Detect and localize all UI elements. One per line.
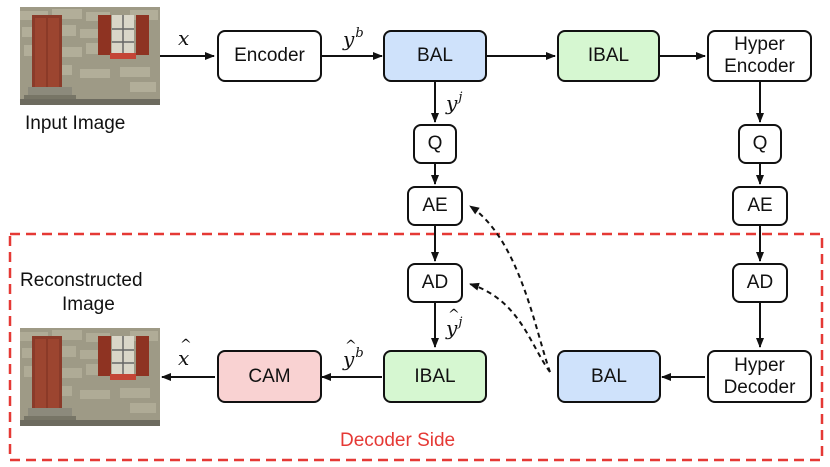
house-facade-picture [20,7,160,105]
label-x: x [178,26,189,50]
label-x-hat-symbol: x [178,337,192,370]
reconstructed-image-label-line2: Image [62,294,115,315]
label-y-j-base: y [446,91,458,115]
label-y-hat-j-base: y [446,307,460,340]
label-y-b: yb [343,26,364,51]
quantizer-block-right: Q [738,124,782,164]
decoder-side-label: Decoder Side [340,430,456,451]
reconstructed-house-picture [20,328,160,426]
dashed-arrow-bal-to-ae [469,205,551,373]
bal-block-bottom: BAL [557,350,661,403]
hyper-encoder-line1: Hyper [734,34,785,55]
reconstructed-image-label-line1: Reconstructed [20,270,143,291]
label-y-j: yj [446,90,462,115]
label-y-hat-b-sup: b [355,346,364,361]
ibal-block-top: IBAL [557,30,660,82]
ibal-block-bottom: IBAL [383,350,487,403]
cam-block: CAM [217,350,322,403]
dashed-arrow-bal-to-ad [469,282,551,373]
label-y-hat-b-base: y [343,338,357,371]
label-y-hat-b: yb [343,338,364,371]
label-y-hat-j-sup: j [458,315,463,330]
label-y-j-sup: j [458,90,463,105]
arithmetic-encoder-block-left: AE [407,186,463,226]
quantizer-block-left: Q [413,124,457,164]
input-image-label: Input Image [25,113,126,134]
arithmetic-decoder-block-right: AD [732,263,788,303]
hyper-decoder-line1: Hyper [734,354,785,376]
arithmetic-encoder-block-right: AE [732,186,788,226]
input-image [20,7,160,105]
label-y-b-base: y [343,27,355,51]
reconstructed-image [20,328,160,426]
hyper-decoder-block: Hyper Decoder [707,350,812,403]
label-y-b-sup: b [355,26,364,41]
label-x-symbol: x [178,26,190,50]
hyper-decoder-line2: Decoder [723,376,796,398]
encoder-block: Encoder [217,30,322,82]
arithmetic-decoder-block-left: AD [407,263,463,303]
decoder-side-frame [8,232,824,462]
bal-block-top: BAL [383,30,487,82]
label-y-hat-j: yj [446,307,463,340]
label-x-hat: x [178,337,192,370]
hyper-encoder-line2: Encoder [724,56,795,77]
hyper-encoder-block: Hyper Encoder [707,30,812,82]
